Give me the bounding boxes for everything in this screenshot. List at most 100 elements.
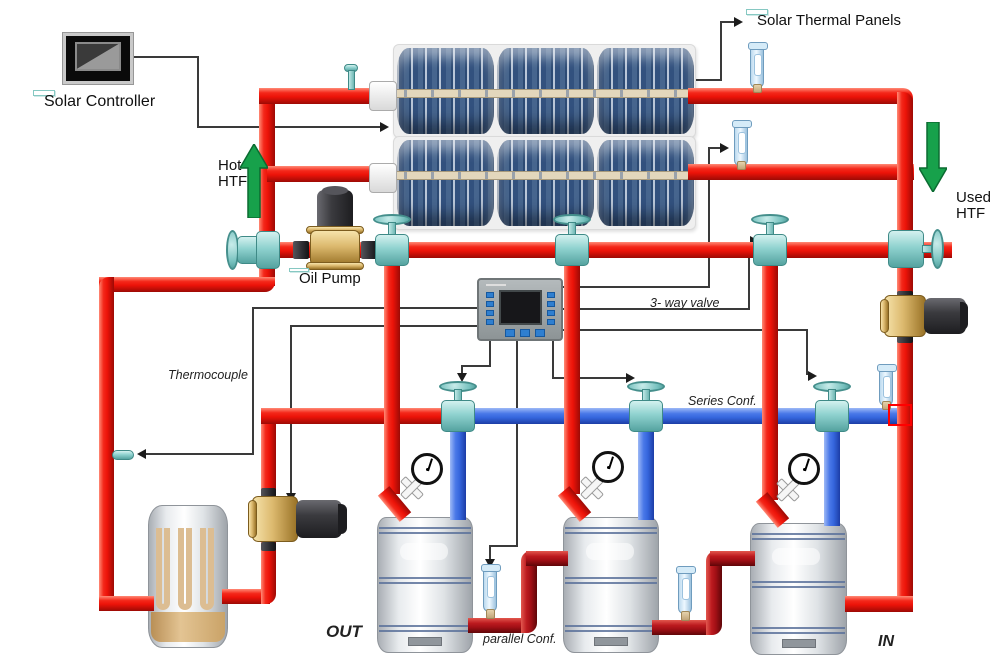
wire-hmi-to-series-valve1 (461, 365, 491, 367)
heat-exchanger-base (151, 612, 225, 642)
thermometer-base (486, 609, 495, 619)
tank-band (565, 527, 657, 534)
solar-panel-segment (497, 140, 594, 226)
tank-band (752, 581, 845, 588)
hmi-button[interactable] (486, 301, 494, 307)
wire-hmi-to-series-valve3 (806, 329, 808, 375)
thermometer (481, 564, 501, 612)
return-pump-body (884, 295, 926, 337)
wire-hmi-to-parallel-thermometer (489, 545, 518, 547)
hmi-button[interactable] (520, 329, 530, 337)
wire-panels-to-label (720, 21, 722, 81)
wire-hmi-to-parallel-thermometer (516, 341, 518, 547)
pipe-series-drop-2 (638, 420, 654, 520)
return-pump-motor-cap (960, 302, 968, 330)
parallel-conf-label: parallel Conf. (483, 632, 557, 646)
tank-band (565, 625, 657, 632)
hmi-button[interactable] (505, 329, 515, 337)
manifold-cross-valve (888, 230, 924, 268)
wire-hmi-to-thermometer-top (708, 148, 710, 288)
series-conf-label: Series Conf. (688, 394, 757, 408)
pipe-tank1-feed (384, 250, 400, 494)
three-way-valve-1 (375, 234, 409, 266)
pipe-in-bottom (845, 596, 913, 612)
pipe-coupling (897, 334, 913, 343)
thermometer (748, 42, 768, 88)
out-label: OUT (326, 622, 362, 641)
pipe-parallel-tank2-tank3 (652, 620, 710, 635)
pressure-gauge (411, 453, 443, 485)
hx-pump-flange (248, 500, 257, 538)
thermometer-base (737, 161, 746, 170)
pipe-collector-lower-inlet (267, 166, 379, 182)
solar-panel-segment (397, 140, 494, 226)
wire-hmi-to-series-valve1 (489, 341, 491, 367)
three-way-valve-3 (753, 234, 787, 266)
hmi-button[interactable] (486, 292, 494, 298)
used-htf-label: Used HTF (956, 189, 992, 222)
hmi-button[interactable] (535, 329, 545, 337)
hmi-button[interactable] (547, 301, 555, 307)
receiver-tube (379, 171, 691, 180)
pressure-gauge (592, 451, 624, 483)
wire-arrow-icon (485, 559, 495, 568)
tank-slot (594, 637, 628, 646)
oil-pump-flange (306, 262, 364, 270)
pipe-left-return (99, 277, 275, 292)
pipe-left-return (99, 596, 154, 611)
wire-controller-to-panels (197, 126, 382, 128)
pipe-parallel-tank2-tank3 (706, 551, 722, 635)
tank-band (752, 533, 845, 540)
pipe-series-drop-1 (450, 420, 466, 520)
three-way-valve-label: 3- way valve (650, 296, 720, 310)
hx-pump-motor-cap (338, 504, 347, 534)
pipe-parallel-tank2-tank3 (710, 551, 755, 566)
air-vent-valve (348, 70, 355, 90)
hmi-button[interactable] (486, 319, 494, 325)
wire-hmi-to-3way-valve (561, 308, 749, 310)
pipe-coupling (293, 241, 309, 259)
series-valve-1 (441, 400, 475, 432)
valve-handwheel (931, 229, 944, 269)
pipe-collector-upper-outlet (688, 88, 913, 104)
pipe-coupling (261, 542, 276, 551)
wire-arrow-icon (734, 17, 743, 27)
oil-pump-label-text: Oil Pump (299, 270, 361, 287)
wire-arrow-icon (137, 449, 146, 459)
solar-controller-monitor (62, 32, 134, 85)
wire-controller-to-panels (134, 56, 197, 58)
hmi-button[interactable] (547, 319, 555, 325)
wire-hmi-to-3way-valve (748, 242, 750, 310)
solar-controller-label: Solar Controller (33, 90, 155, 110)
tank-band (565, 577, 657, 584)
collector-coupling (369, 163, 397, 193)
solar-thermal-panels-label: Solar Thermal Panels (746, 9, 901, 29)
pipe-collector-upper-inlet (259, 88, 379, 104)
tank-slot (408, 637, 442, 646)
wire-hmi-to-thermometer-top (561, 286, 709, 288)
solar-panel-segment (597, 140, 694, 226)
pipe-hx-outlet (222, 589, 270, 604)
manifold-tee (256, 231, 280, 269)
pipe-tank2-feed (564, 250, 580, 494)
pipe-used-htf-drop (897, 92, 913, 612)
storage-tank-3 (750, 523, 847, 655)
pipe-left-return (99, 277, 114, 607)
pipe-parallel-tank1-tank2 (526, 551, 568, 566)
wire-hmi-to-series-valve1 (461, 365, 463, 375)
series-valve-2 (629, 400, 663, 432)
hmi-button[interactable] (547, 310, 555, 316)
wire-arrow-icon (457, 373, 467, 382)
receiver-tube (379, 89, 691, 98)
wire-hmi-to-thermocouple (252, 307, 477, 309)
hmi-button[interactable] (486, 310, 494, 316)
hmi-button[interactable] (547, 292, 555, 298)
wire-hmi-to-parallel-thermometer (489, 545, 491, 561)
hx-pump-body (252, 496, 298, 542)
return-pump-motor (924, 298, 966, 334)
pressure-gauge (788, 453, 820, 485)
junction-highlight-box (888, 404, 912, 426)
collector-coupling (369, 81, 397, 111)
return-pump-flange (880, 299, 889, 333)
